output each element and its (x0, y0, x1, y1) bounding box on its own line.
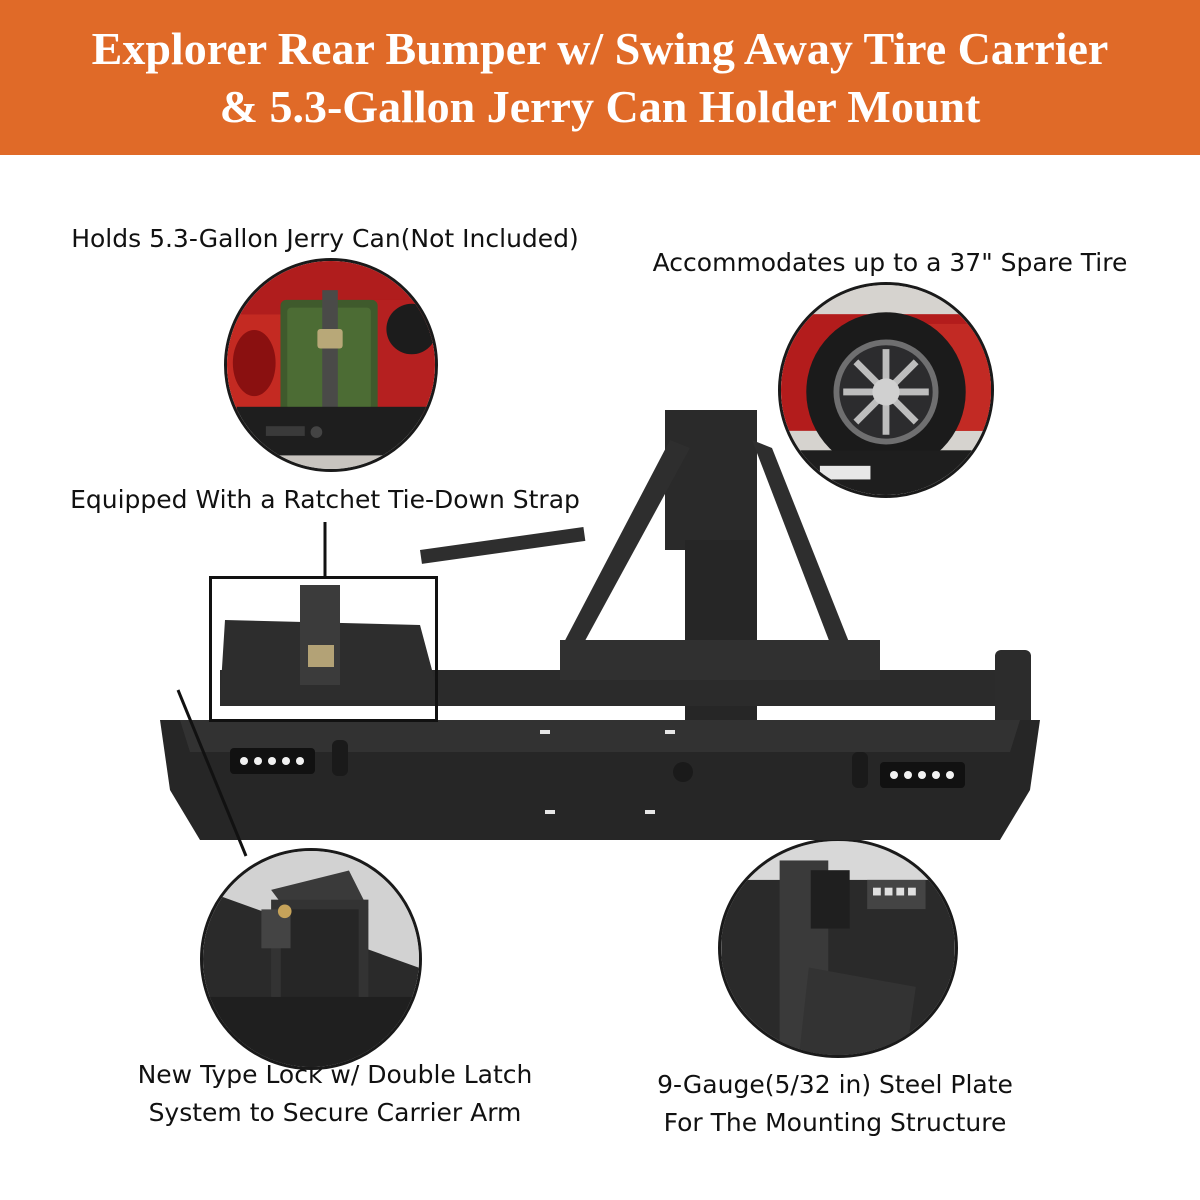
tray-callout-box (209, 576, 438, 722)
title-banner: Explorer Rear Bumper w/ Swing Away Tire … (0, 0, 1200, 155)
spare-tire-image (778, 282, 994, 498)
bumper-product-image (140, 400, 1060, 870)
caption-lock-line-2: System to Secure Carrier Arm (148, 1098, 522, 1127)
banner-title-line-2: & 5.3-Gallon Jerry Can Holder Mount (219, 80, 981, 132)
caption-plate-line-2: For The Mounting Structure (663, 1108, 1007, 1137)
banner-title-line-1: Explorer Rear Bumper w/ Swing Away Tire … (91, 22, 1109, 74)
caption-spare-tire: Accommodates up to a 37" Spare Tire (652, 248, 1128, 277)
caption-plate-line-1: 9-Gauge(5/32 in) Steel Plate (657, 1070, 1013, 1099)
steel-plate-detail-image (718, 838, 958, 1058)
lock-detail-image (200, 848, 422, 1070)
caption-jerry-can: Holds 5.3-Gallon Jerry Can(Not Included) (71, 224, 579, 253)
caption-steel-plate: 9-Gauge(5/32 in) Steel Plate For The Mou… (590, 1066, 1080, 1142)
caption-ratchet-strap: Equipped With a Ratchet Tie-Down Strap (70, 485, 580, 514)
caption-lock: New Type Lock w/ Double Latch System to … (40, 1056, 630, 1132)
